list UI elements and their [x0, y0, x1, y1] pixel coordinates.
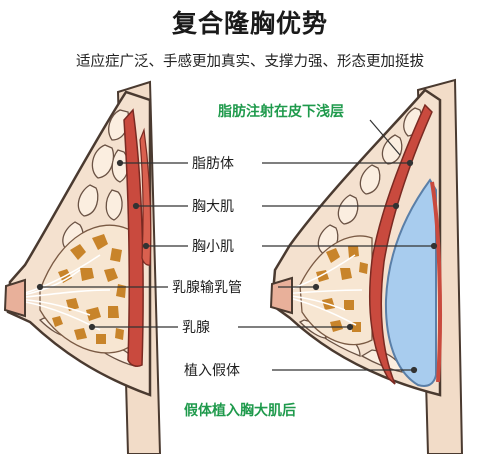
- annotation-fat-injection: 脂肪注射在皮下浅层: [217, 103, 344, 120]
- label-pectoralis-minor: 胸小肌: [192, 239, 234, 255]
- right-breast-illustration: [269, 78, 464, 454]
- diagram-title: 复合隆胸优势: [171, 9, 328, 38]
- right-pectoralis-minor: [430, 181, 442, 383]
- label-mammary-gland: 乳腺: [182, 320, 210, 336]
- diagram-subtitle: 适应症广泛、手感更加真实、支撑力强、形态更加挺拔: [76, 54, 424, 70]
- left-pectoralis-minor: [139, 127, 152, 266]
- label-lactiferous-duct: 乳腺输乳管: [172, 280, 242, 296]
- annotation-implant-position: 假体植入胸大肌后: [184, 402, 296, 419]
- label-pectoralis-major: 胸大肌: [192, 199, 234, 215]
- right-nipple: [269, 276, 293, 315]
- right-pectoralis-major: [368, 103, 433, 385]
- breast-implant: [384, 178, 437, 387]
- label-fat-body: 脂肪体: [192, 156, 234, 172]
- left-pectoralis-major: [123, 108, 144, 367]
- left-nipple: [3, 278, 26, 318]
- leader-lines: [36, 119, 438, 374]
- label-implant: 植入假体: [184, 363, 240, 379]
- right-gland-lobules: [316, 246, 368, 332]
- left-breast-illustration: [3, 80, 162, 454]
